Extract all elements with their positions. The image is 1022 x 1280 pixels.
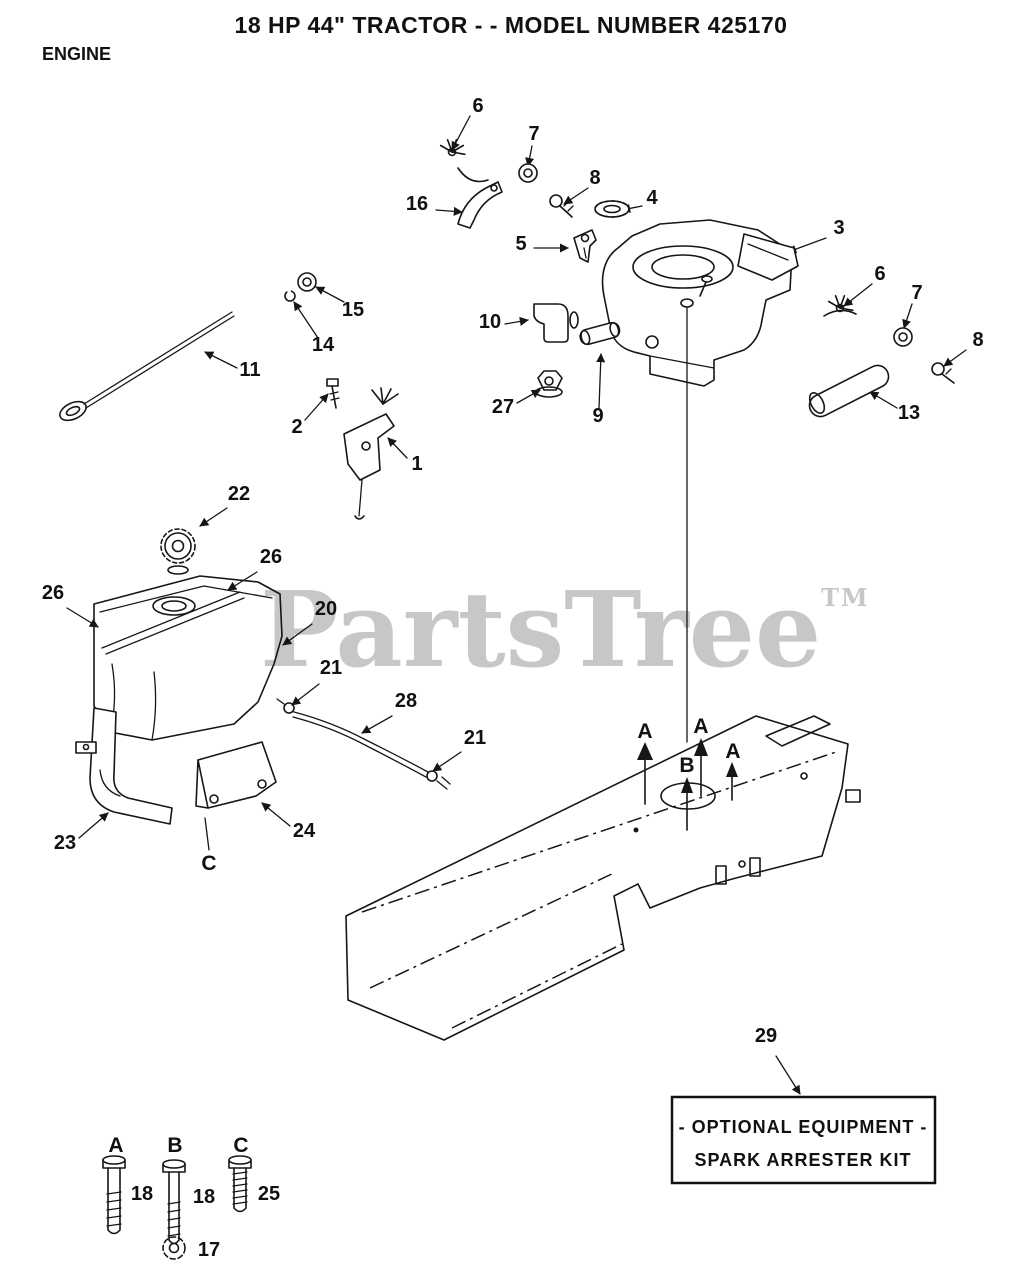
bracket-parts-drawing: [326, 378, 399, 520]
chassis-plate-drawing: [345, 715, 861, 1041]
callout-1: 1: [411, 453, 422, 475]
legend-letter-b: B: [167, 1134, 182, 1157]
callout-10: 10: [479, 311, 501, 333]
callout-7-top: 7: [528, 123, 539, 145]
watermark-tm: TM: [821, 583, 870, 612]
callout-6-top: 6: [472, 95, 483, 117]
optional-equipment-box: - OPTIONAL EQUIPMENT - SPARK ARRESTER KI…: [670, 1095, 937, 1185]
callout-21-upper: 21: [320, 657, 342, 679]
callout-27: 27: [492, 396, 514, 418]
fastener-legend-labels: A B C 18 18 25 17: [108, 1134, 280, 1261]
callout-3: 3: [833, 217, 844, 239]
callout-7-right: 7: [911, 282, 922, 304]
callout-26-left: 26: [42, 582, 64, 604]
mounting-arrows: [637, 738, 738, 831]
callout-8-right: 8: [972, 329, 983, 351]
callout-4: 4: [646, 187, 658, 209]
callout-16: 16: [406, 193, 428, 215]
mount-letter-a2: A: [693, 715, 708, 738]
clamp-icon: [827, 294, 854, 313]
hose-parts-drawing: [533, 303, 621, 398]
fastener-legend-drawing: [102, 1155, 252, 1260]
callout-15: 15: [342, 299, 364, 321]
callout-2: 2: [291, 416, 302, 438]
leader-lines: [66, 115, 967, 1095]
callout-28: 28: [395, 690, 417, 712]
dipstick-drawing: [59, 272, 317, 422]
watermark-text: PartsTree: [260, 568, 822, 691]
callout-13: 13: [898, 402, 920, 424]
callout-labels: 6 7 8 4 16 3 5 6 7 15 10 8 14 11 27 9 13…: [42, 95, 984, 1047]
callout-14: 14: [312, 334, 335, 356]
callout-5: 5: [515, 233, 526, 255]
page-title: 18 HP 44" TRACTOR - - MODEL NUMBER 42517…: [234, 12, 788, 38]
callout-8-top: 8: [589, 167, 600, 189]
callout-24: 24: [293, 820, 316, 842]
callout-11: 11: [239, 359, 260, 381]
legend-letter-a: A: [108, 1134, 123, 1157]
optional-equipment-line1: - OPTIONAL EQUIPMENT -: [679, 1117, 928, 1137]
optional-equipment-line2: SPARK ARRESTER KIT: [694, 1150, 911, 1170]
mount-point-letters: A A B A C: [201, 715, 740, 875]
callout-21-lower: 21: [464, 727, 486, 749]
watermark: PartsTreeTM: [260, 578, 870, 682]
fuel-tank-drawing: [93, 528, 283, 741]
callout-29: 29: [755, 1025, 777, 1047]
tank-support-drawing: [75, 707, 277, 825]
right-pipe-parts-drawing: [808, 294, 955, 418]
legend-number-c: 25: [258, 1183, 280, 1205]
mount-letter-a1: A: [637, 720, 652, 743]
mount-letter-b: B: [679, 754, 694, 777]
section-label: ENGINE: [42, 44, 112, 64]
fuel-line-drawing: [276, 698, 451, 790]
legend-number-washer: 17: [198, 1239, 220, 1261]
callout-23: 23: [54, 832, 76, 854]
engine-assembly-drawing: [601, 219, 799, 743]
air-cleaner-parts-drawing: [439, 139, 630, 263]
callout-20: 20: [315, 598, 337, 620]
callout-9: 9: [592, 405, 603, 427]
clamp-icon: [439, 139, 466, 157]
legend-number-b: 18: [193, 1186, 215, 1208]
legend-number-a: 18: [131, 1183, 153, 1205]
callout-26-top: 26: [260, 546, 282, 568]
legend-letter-c: C: [233, 1134, 248, 1157]
callout-22: 22: [228, 483, 250, 505]
callout-6-right: 6: [874, 263, 885, 285]
engine-mount-bolt-line: [680, 298, 694, 743]
bracket-letter-c: C: [201, 852, 216, 875]
mount-letter-a3: A: [725, 740, 740, 763]
